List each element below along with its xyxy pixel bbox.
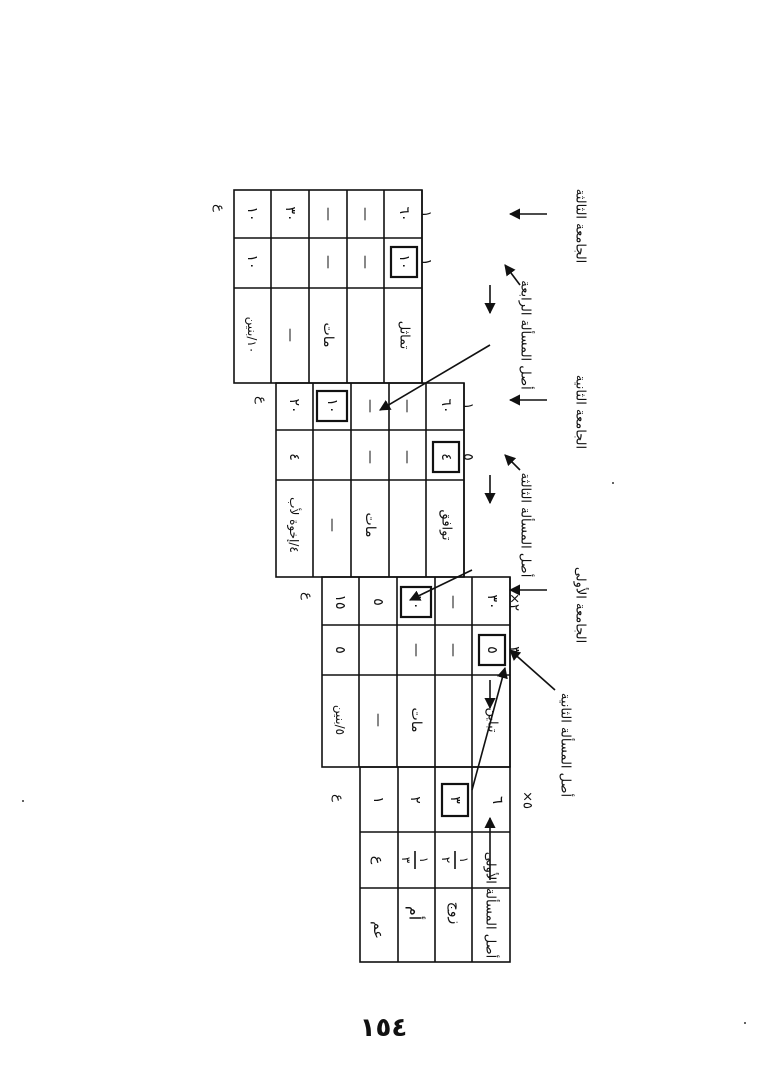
transition-arrow [471, 666, 508, 791]
asl-second-callout: أصل المسألة الثانية [558, 693, 576, 797]
table-b-share: — [445, 643, 461, 657]
scan-speck [744, 1022, 746, 1024]
table-b-jamia: ٥ [370, 598, 386, 606]
table-b-jamia: — [445, 595, 461, 609]
asl-fourth-callout: أصل المسألة الرابعة [518, 280, 536, 390]
asl-third-callout: أصل المسألة الثالثة [518, 473, 536, 578]
asl-second-arrow [509, 649, 556, 691]
jamia-second-callout: الجامعة الثانية [573, 375, 588, 449]
table-b-share: — [408, 643, 424, 657]
table-d-bottom-label: ع [212, 204, 227, 212]
fraction-denominator: ٢ [439, 857, 453, 863]
table-c-jamia: — [362, 399, 378, 413]
jamia-first-callout: الجامعة الأولى [573, 567, 590, 643]
table-c-share: ٤ [438, 453, 454, 461]
table-c-heir: — [324, 518, 340, 532]
table-d-share: — [320, 255, 336, 269]
table-c-bottom-label: ع [254, 396, 269, 404]
table-d-share: — [357, 255, 373, 269]
table-b-bottom-label: ع [300, 592, 315, 600]
table-d-share: ١٠ [396, 254, 412, 269]
table-d-share-box [389, 245, 419, 279]
table-b-share-box [477, 633, 507, 667]
table-c-jamia-box [315, 389, 349, 423]
multiplier-label: ×٢ [507, 593, 522, 611]
table-c-asl: ٥ [460, 453, 476, 461]
table-a-share: ١ [370, 796, 386, 804]
table-a-heir: ع [370, 856, 386, 865]
table-a-asl: ٦ [489, 796, 507, 804]
table-d-jamia: — [320, 207, 336, 221]
fraction-denominator: ٣ [399, 857, 413, 864]
fraction-numerator: ١ [417, 857, 431, 863]
table-b-share: ٥ [484, 646, 500, 654]
transition-arrow [408, 569, 473, 601]
fraction-numerator: ١ [457, 857, 471, 863]
table-c-jamia: ٢٠ [286, 398, 302, 413]
table-c-jamia: ٦٠ [438, 398, 454, 413]
table-a-share: ٣ [447, 796, 463, 804]
asl-fourth-arrow [504, 264, 521, 286]
table-d-jamia: ٦٠ [396, 206, 412, 221]
page-number: ١٥٤ [359, 1013, 408, 1043]
transition-label: تماثل [397, 321, 412, 350]
transition-arrow [379, 344, 491, 411]
scan-speck [22, 800, 24, 802]
table-a-share: ٢ [407, 796, 423, 804]
asl-first-callout: أصل المسألة الأولى [483, 852, 501, 958]
transition-label: توافق [439, 509, 454, 540]
table-c-share-box [431, 440, 461, 474]
multiplier-label: ×٥ [520, 791, 535, 809]
table-d-asl: ١ [418, 258, 434, 266]
multiplier-label: ١ [419, 211, 434, 218]
table-c-share: — [362, 450, 378, 464]
table-d-share: ١٠ [244, 254, 260, 269]
table-d-heir: ١٠/بنين [244, 317, 259, 354]
asl-first-box [440, 782, 470, 818]
table-a-heir: زوج [447, 902, 463, 925]
table-b-asl: ٣ [506, 646, 522, 654]
asl-third-arrow [504, 454, 521, 471]
table-b-heir: — [370, 713, 386, 727]
table-b-jamia-box [399, 585, 433, 619]
transition-label: تباين [485, 707, 500, 732]
table-a-heir: عم [370, 921, 386, 939]
table-b-heir: ٥/بنين [332, 705, 347, 735]
table-c-heir: ٤/إخوة لأب [286, 497, 302, 553]
table-d-jamia: — [357, 207, 373, 221]
jamia-third-callout: الجامعة الثالثة [573, 189, 588, 264]
table-c-jamia: — [399, 399, 415, 413]
table-c-heir: مات [362, 513, 378, 538]
table-b-share: ٥ [332, 646, 348, 654]
table-b-jamia: ٣٠ [484, 594, 500, 609]
table-b-jamia: ١٥ [332, 594, 348, 609]
table-d-jamia: ١٠ [244, 206, 260, 221]
table-b-heir: مات [408, 708, 424, 733]
table-b-jamia: ١٠ [408, 594, 424, 609]
multiplier-label: ١ [461, 403, 476, 410]
table-d-jamia: ٣٠ [282, 206, 298, 221]
table-d-heir: — [282, 328, 298, 342]
table-c-jamia: ١٠ [324, 398, 340, 413]
scan-speck [612, 482, 614, 484]
table-c-share: ٤ [286, 453, 302, 461]
table-d-heir: مات [320, 323, 336, 348]
table-a-heir: أم [406, 906, 426, 920]
table-c-share: — [399, 450, 415, 464]
table-a-bottom-label: ع [331, 794, 346, 802]
